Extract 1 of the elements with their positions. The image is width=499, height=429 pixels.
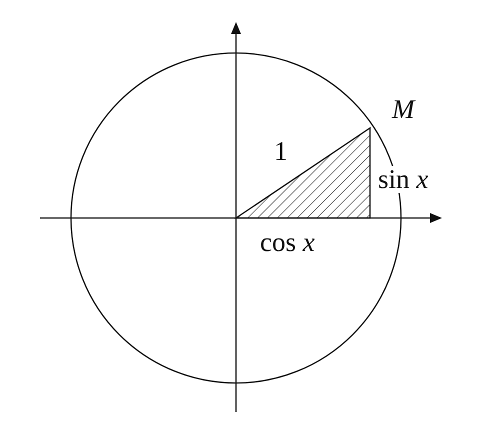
sine-label: sin x <box>376 166 430 193</box>
